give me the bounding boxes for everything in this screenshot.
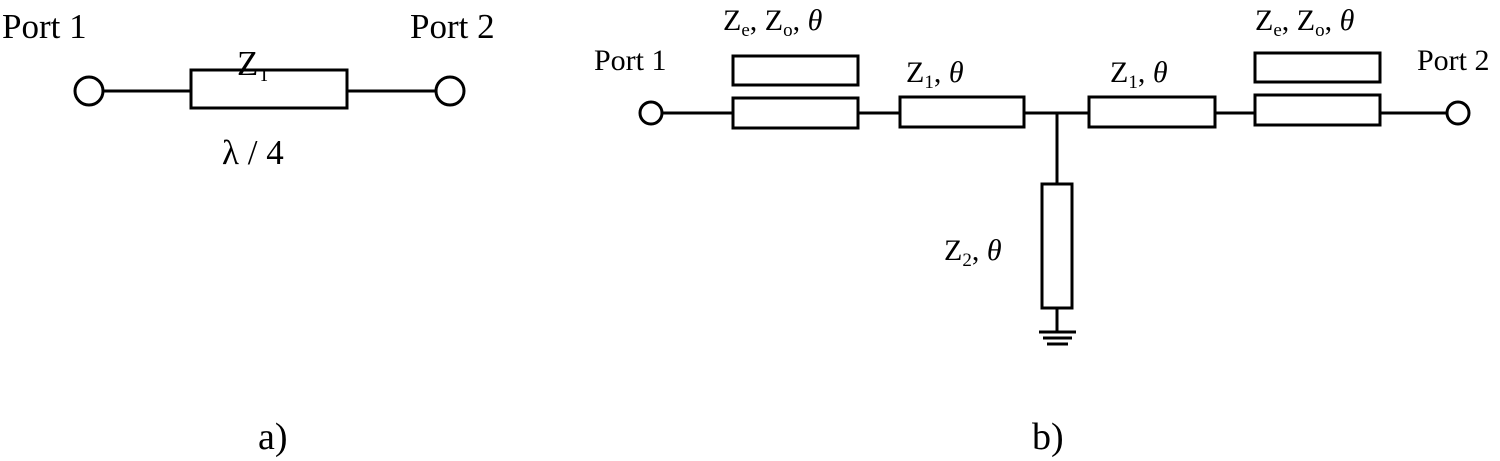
b-series-right-line [1087, 95, 1217, 129]
a-line-impedance-label: ZT [237, 44, 270, 86]
a-port1-terminal [73, 75, 105, 107]
b-coupled-left-lower [731, 96, 860, 130]
b-coupled-right-lower [1253, 93, 1382, 127]
b-stub-label: Z2, θ [944, 234, 1002, 271]
a-transmission-line [189, 68, 349, 110]
b-coupled-right-upper [1253, 51, 1382, 84]
diagram-b: Port 1 Port 2 Ze, Zo, θ Ze, Zo, θ Z1, θ … [594, 4, 1490, 458]
b-series-left-line [898, 95, 1026, 129]
b-coupled-left-label: Ze, Zo, θ [723, 4, 823, 41]
b-port2-label: Port 2 [1417, 44, 1490, 77]
b-series-left-label: Z1, θ [906, 56, 964, 93]
b-shunt-stub [1040, 182, 1074, 310]
a-port2-terminal [434, 75, 466, 107]
a-caption: a) [258, 416, 288, 458]
b-port1-terminal [638, 100, 664, 126]
a-port1-label: Port 1 [2, 7, 87, 46]
b-coupled-left-upper [731, 54, 860, 87]
b-port1-label: Port 1 [594, 44, 667, 77]
a-length-label: λ / 4 [222, 133, 284, 172]
ground-icon [1039, 330, 1076, 346]
b-caption: b) [1032, 416, 1064, 458]
b-port2-terminal [1445, 100, 1471, 126]
b-series-right-label: Z1, θ [1110, 56, 1168, 93]
a-port2-label: Port 2 [410, 7, 495, 46]
b-coupled-right-label: Ze, Zo, θ [1255, 4, 1355, 41]
diagram-a: Port 1 Port 2 ZT λ / 4 a) [2, 7, 495, 458]
